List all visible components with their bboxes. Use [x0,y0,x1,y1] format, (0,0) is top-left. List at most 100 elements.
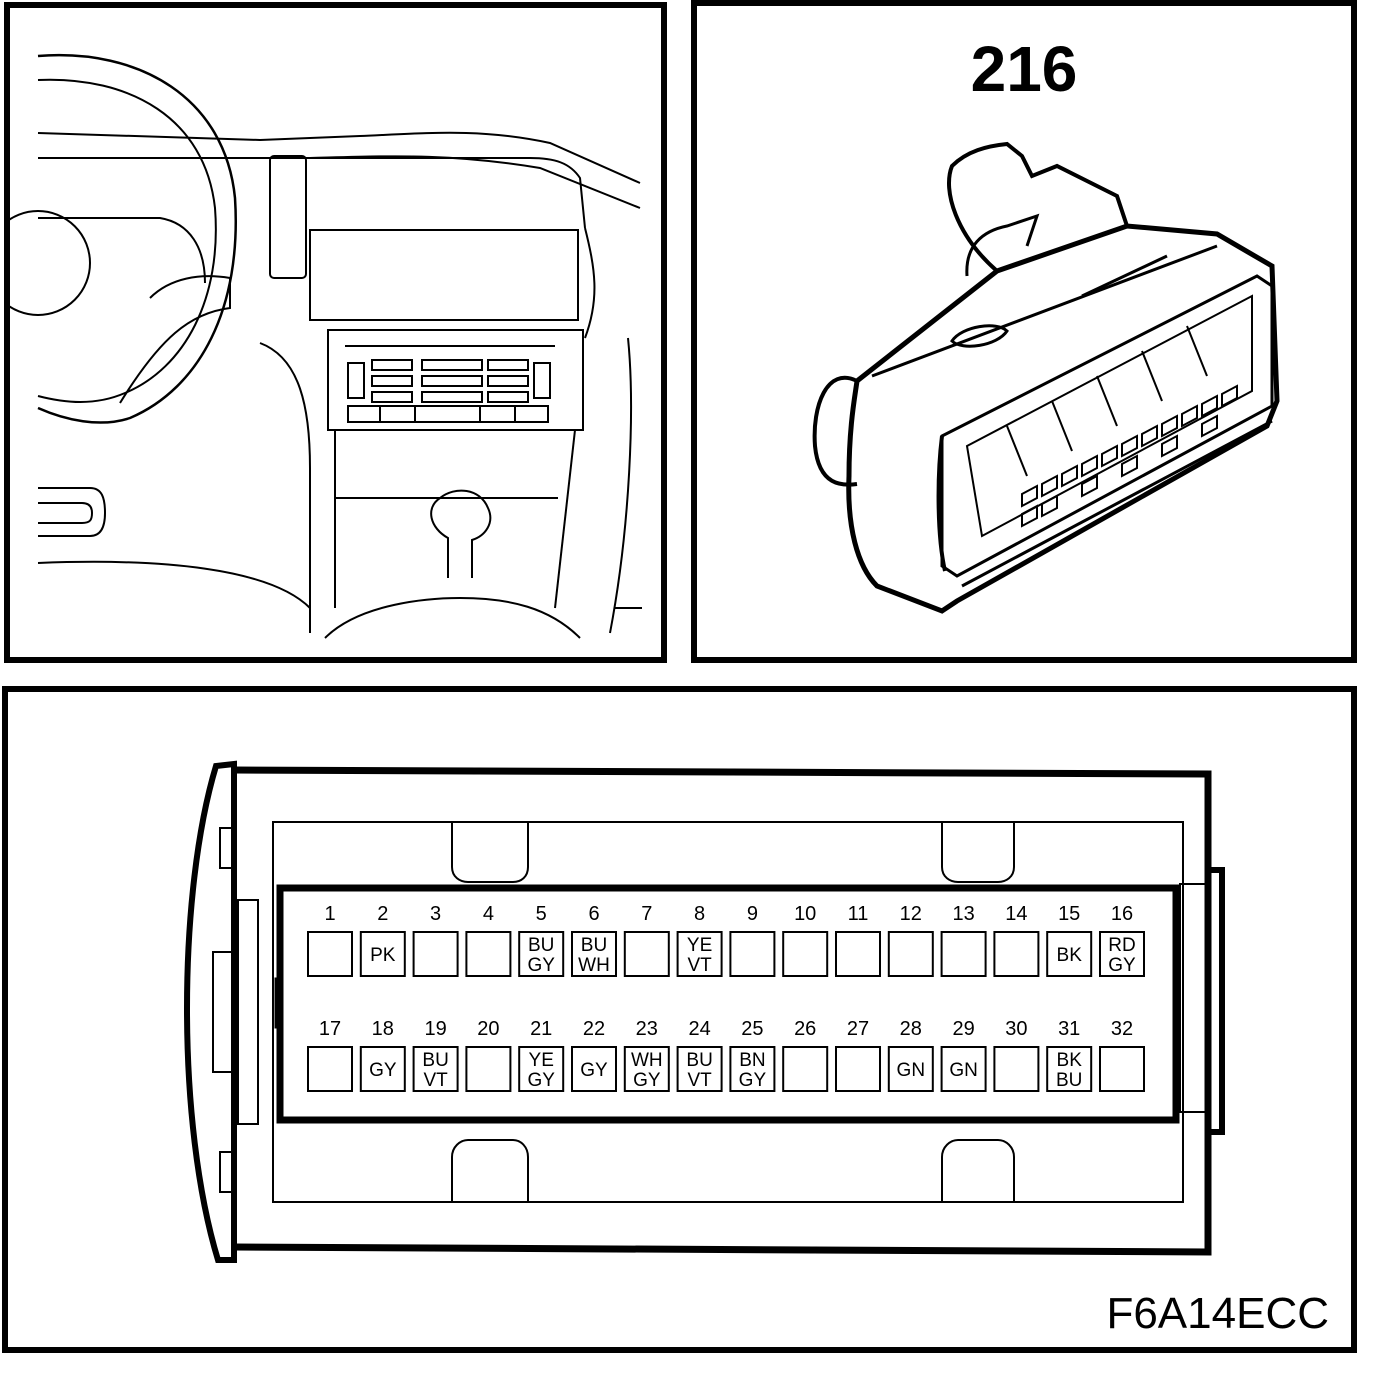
radio-button [421,359,483,371]
display-pod [269,155,307,279]
connector-3d-drawing [812,141,1280,614]
pin-cavity-box [623,931,670,977]
pin-cavity-box [887,1046,934,1092]
pin-cavity-box [307,1046,353,1092]
pin-cavity-box [465,931,512,977]
radio-button [487,391,529,403]
pin-wire-color: WH [631,1050,663,1071]
pin-number: 17 [319,1018,341,1040]
pin-number: 4 [483,903,494,925]
pin-cavity-box [835,1046,881,1092]
bottom-notch [451,1139,529,1202]
pin-number: 31 [1058,1018,1080,1040]
right-latch [1208,867,1225,1135]
door-line [609,337,632,634]
pin-number: 11 [848,903,869,925]
gear-knob [430,489,492,578]
pin-cavity-box [518,1046,565,1092]
pin-number: 24 [688,1018,710,1040]
dash-lower-line [37,560,311,609]
pin-number: 29 [952,1018,974,1040]
center-display [309,229,579,321]
pin-cavity-box [571,1046,617,1092]
pin-wire-color: VT [687,955,712,976]
clip-inner [965,213,1040,277]
pin-cavity-box [623,1046,670,1092]
bottom-notch [941,1139,1015,1202]
pin-cavity-box [518,931,565,977]
pin-wire-color: GY [369,1060,397,1081]
radio-button [347,362,365,399]
pin-cavity-box [782,1046,829,1092]
pin-number: 27 [847,1018,869,1040]
pin-cavity-box [1099,931,1145,977]
pin-cavity-box [676,1046,723,1092]
pin-wire-color: BU [422,1050,448,1071]
radio-button [421,391,483,403]
pin-number: 14 [1005,903,1027,925]
pin-cavity-box [993,1046,1040,1092]
pin-number: 7 [641,903,652,925]
pin-cavity-box [1046,1046,1093,1092]
pin-wire-color: GY [633,1070,661,1091]
left-vent [38,487,107,537]
cavity-ribs [1006,325,1208,477]
pin-cavity-box [412,1046,459,1092]
pin-number: 32 [1111,1018,1133,1040]
side-tab [219,1151,237,1193]
pin-cavity-box [307,931,353,977]
right-rail [1179,883,1209,1113]
pin-cavity-box [1046,931,1093,977]
front-edge [936,435,947,572]
pin-number: 10 [794,903,816,925]
pin-number: 1 [324,903,335,925]
figure-code: F6A14ECC [1106,1289,1329,1338]
pin-wire-color: GY [580,1060,608,1081]
radio-button [533,362,551,399]
top-slot [950,324,1009,348]
pin-number: 3 [430,903,441,925]
radio-button [421,375,483,387]
pin-cavity-box [571,931,617,977]
radio-button [487,375,529,387]
wheel-spoke [38,217,206,284]
pin-cavity-box [412,931,459,977]
pin-cavity-box [359,1046,406,1092]
console-left-edge [259,342,311,633]
pin-wire-color: RD [1108,935,1135,956]
pin-number: 5 [536,903,547,925]
radio-button [371,391,413,403]
pin-number: 23 [636,1018,658,1040]
climate-strip [347,405,549,423]
dashboard-location-panel [4,2,667,663]
connector-number: 216 [970,33,1078,105]
gauge-dial [10,210,91,316]
pin-cavity-box [835,931,881,977]
display-hood [310,157,586,229]
pin-wire-color: BU [581,935,607,956]
pin-number: 30 [1005,1018,1027,1040]
pin-wire-color: BU [686,1050,712,1071]
pin-number: 16 [1111,903,1133,925]
pin-cavity-box [676,931,723,977]
top-notch [941,822,1015,883]
pin-wire-color: GY [527,1070,555,1091]
connector-latch [812,375,858,487]
pin-wire-color: WH [578,955,610,976]
pin-number: 19 [424,1018,446,1040]
top-rib [1081,254,1168,298]
pin-wire-color: BU [528,935,554,956]
side-rail [237,899,259,1125]
pin-wire-color: BK [1057,945,1083,966]
radio-button [371,375,413,387]
pin-wire-color: GY [527,955,555,976]
pin-cavity-box [940,1046,987,1092]
pin-cavity-box [887,931,934,977]
right-vent-curve [584,227,596,339]
pin-number: 6 [588,903,599,925]
pin-number: 12 [900,903,922,925]
pin-cavity-box [729,931,776,977]
